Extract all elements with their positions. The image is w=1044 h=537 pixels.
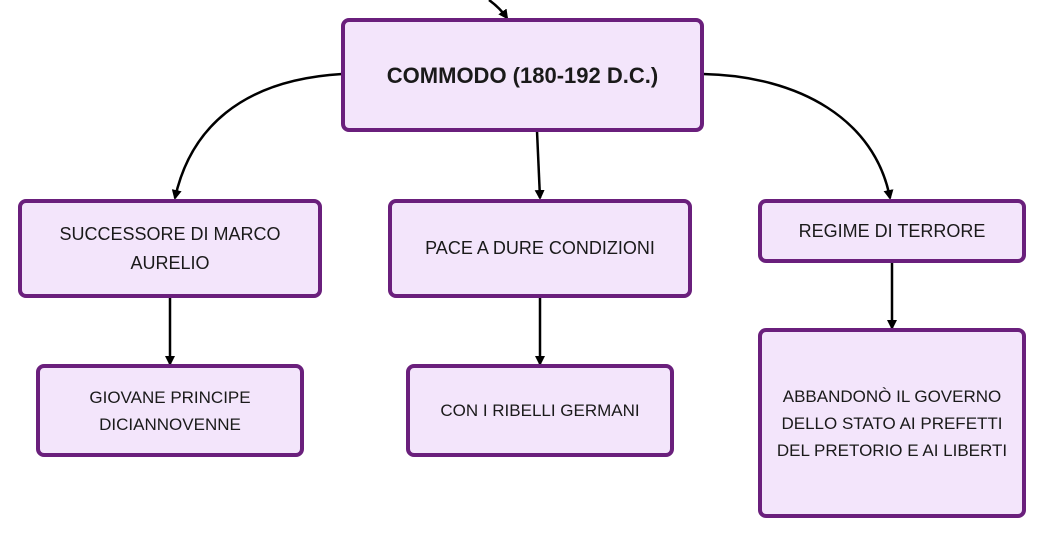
node-successore[interactable]: SUCCESSORE DI MARCO AURELIO	[18, 199, 322, 298]
node-pace[interactable]: PACE A DURE CONDIZIONI	[388, 199, 692, 298]
node-regime-label: REGIME DI TERRORE	[798, 220, 986, 241]
incoming-connector	[488, 0, 509, 20]
node-pace-label: PACE A DURE CONDIZIONI	[425, 238, 655, 258]
node-ribelli-label: CON I RIBELLI GERMANI	[440, 401, 640, 420]
connector-root-to-terror	[702, 72, 894, 200]
node-giovane[interactable]: GIOVANE PRINCIPE DICIANNOVENNE	[36, 364, 304, 457]
node-successore-label: SUCCESSORE DI MARCO AURELIO	[59, 223, 281, 273]
node-commodo-label: COMMODO (180-192 D.C.)	[386, 62, 659, 88]
connector-root-to-successor	[171, 72, 343, 200]
node-giovane-label: GIOVANE PRINCIPE DICIANNOVENNE	[89, 387, 251, 434]
node-ribelli[interactable]: CON I RIBELLI GERMANI	[406, 364, 674, 457]
node-abbandono-label: ABBANDONÒ IL GOVERNO DELLO STATO AI PREF…	[776, 386, 1008, 460]
node-regime[interactable]: REGIME DI TERRORE	[758, 199, 1026, 263]
node-abbandono[interactable]: ABBANDONÒ IL GOVERNO DELLO STATO AI PREF…	[758, 328, 1026, 518]
node-commodo[interactable]: COMMODO (180-192 D.C.)	[341, 18, 704, 132]
connector-root-to-peace	[534, 130, 545, 200]
